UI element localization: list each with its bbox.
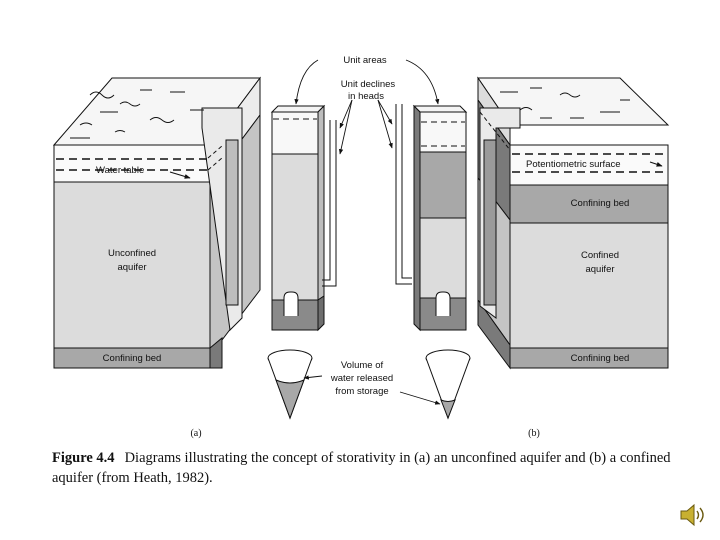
label-panel-b: (b) bbox=[528, 428, 540, 439]
confining-bed-b-bottom-face bbox=[509, 347, 669, 369]
speaker-icon[interactable] bbox=[678, 502, 708, 528]
unit-column-a bbox=[270, 104, 337, 332]
label-volume-3: from storage bbox=[335, 386, 388, 397]
label-volume-1: Volume of bbox=[341, 360, 384, 371]
confining-bed-b-top-face bbox=[509, 184, 669, 224]
panel-b-confined bbox=[477, 76, 670, 370]
confining-bed-a-face bbox=[53, 347, 211, 369]
label-unconfined-1: Unconfined bbox=[108, 248, 156, 259]
figure-number: Figure 4.4 bbox=[52, 450, 115, 466]
storativity-diagram: Unit areas Unit declines in heads Water … bbox=[52, 55, 670, 439]
confined-aquifer-face bbox=[509, 222, 669, 349]
panel-a-unconfined bbox=[52, 76, 261, 369]
label-confining-bed-b-top: Confining bed bbox=[571, 198, 630, 209]
cone-a bbox=[267, 349, 313, 420]
label-unit-areas: Unit areas bbox=[343, 55, 387, 66]
label-confining-bed-a: Confining bed bbox=[103, 353, 162, 364]
unit-column-b bbox=[395, 104, 468, 332]
label-unit-declines-1: Unit declines bbox=[341, 79, 396, 90]
cutout-a-column bbox=[225, 139, 239, 306]
label-water-table: Water table bbox=[96, 165, 144, 176]
label-unconfined-2: aquifer bbox=[117, 262, 146, 273]
unconfined-aquifer-face bbox=[53, 181, 211, 349]
figure-caption-text: Diagrams illustrating the concept of sto… bbox=[52, 450, 671, 486]
label-confined-1: Confined bbox=[581, 250, 619, 261]
cutout-b-column bbox=[483, 139, 497, 306]
cone-b bbox=[425, 349, 471, 420]
label-confined-2: aquifer bbox=[585, 264, 614, 275]
label-unit-declines-2: in heads bbox=[348, 91, 384, 102]
label-volume-2: water released bbox=[330, 373, 393, 384]
label-potentiometric-surface: Potentiometric surface bbox=[526, 159, 621, 170]
annotation-arrows bbox=[294, 59, 441, 405]
unsaturated-zone-a bbox=[53, 144, 211, 183]
label-panel-a: (a) bbox=[190, 428, 201, 439]
speaker-glyph bbox=[680, 503, 704, 527]
label-confining-bed-b-bottom: Confining bed bbox=[571, 353, 630, 364]
